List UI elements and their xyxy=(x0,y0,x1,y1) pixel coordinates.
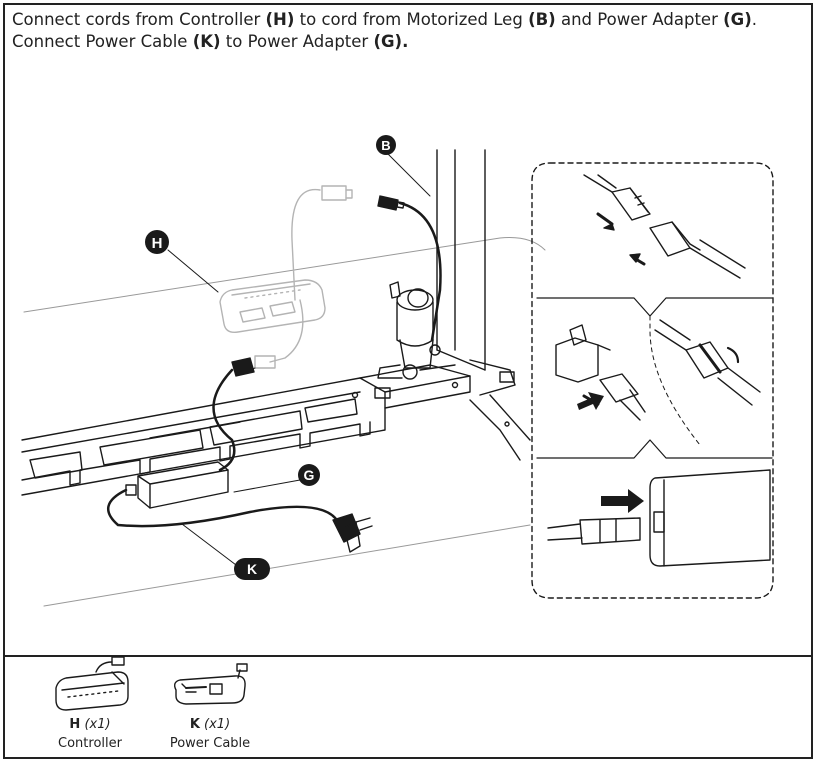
direction-arrows xyxy=(577,392,644,513)
figure-frame xyxy=(3,3,813,759)
ref-b: (B) xyxy=(528,10,556,29)
parts-divider xyxy=(3,655,813,657)
callout-h: H xyxy=(145,230,169,254)
ref-k: (K) xyxy=(192,32,221,51)
part-name: Controller xyxy=(58,736,122,751)
ref-g: (G) xyxy=(723,10,752,29)
callout-h-label: H xyxy=(152,235,163,252)
arrow-right xyxy=(601,489,644,513)
part-letter: H xyxy=(69,717,81,732)
detail-locking-connector xyxy=(654,319,761,406)
instruction-part: Connect cords from Controller xyxy=(12,10,266,29)
desktop-edge-bottom xyxy=(43,524,531,607)
instruction-part: . Connect Power Cable xyxy=(12,10,757,51)
callout-k-label: K xyxy=(247,561,257,577)
motor xyxy=(377,281,456,380)
ref-g2: (G). xyxy=(373,32,409,51)
controller-ghost xyxy=(219,185,353,369)
detail-connector-pair xyxy=(583,174,746,279)
part-power-cable: K (x1) Power Cable xyxy=(160,716,260,753)
controller-thumbnail xyxy=(55,656,129,711)
part-letter: K xyxy=(189,717,200,732)
power-cable-thumbnail xyxy=(173,663,248,705)
part-controller: H (x1) Controller xyxy=(40,716,140,753)
instruction-part: to Power Adapter xyxy=(220,32,374,51)
leader-g xyxy=(233,479,301,493)
detail-clip xyxy=(555,324,646,421)
callout-k: K xyxy=(234,558,270,580)
leader-k xyxy=(181,523,241,569)
part-quantity: K (x1) xyxy=(160,716,260,734)
callout-b: B xyxy=(376,135,396,155)
desktop-edge-top xyxy=(23,237,546,313)
instruction-text: Connect cords from Controller (H) to cor… xyxy=(12,9,802,53)
leader-h xyxy=(167,249,219,293)
part-quantity: H (x1) xyxy=(40,716,140,734)
leader-b xyxy=(385,151,431,197)
instruction-part: and Power Adapter xyxy=(555,10,724,29)
controller-cord xyxy=(212,357,256,472)
part-qty: (x1) xyxy=(84,717,111,732)
callout-g-label: G xyxy=(304,467,315,483)
part-name: Power Cable xyxy=(169,736,251,751)
arrow-clip xyxy=(577,392,604,410)
detail-power-plug xyxy=(547,469,771,567)
ref-h: (H) xyxy=(265,10,295,29)
instruction-part: to cord from Motorized Leg xyxy=(294,10,529,29)
detail-panel xyxy=(531,162,774,599)
leg-cord xyxy=(377,195,442,342)
callout-g: G xyxy=(298,464,320,486)
part-qty: (x1) xyxy=(204,717,231,732)
frame-rail xyxy=(21,364,471,496)
power-adapter xyxy=(107,461,373,553)
callout-b-label: B xyxy=(381,138,390,153)
motorized-leg xyxy=(436,149,531,461)
